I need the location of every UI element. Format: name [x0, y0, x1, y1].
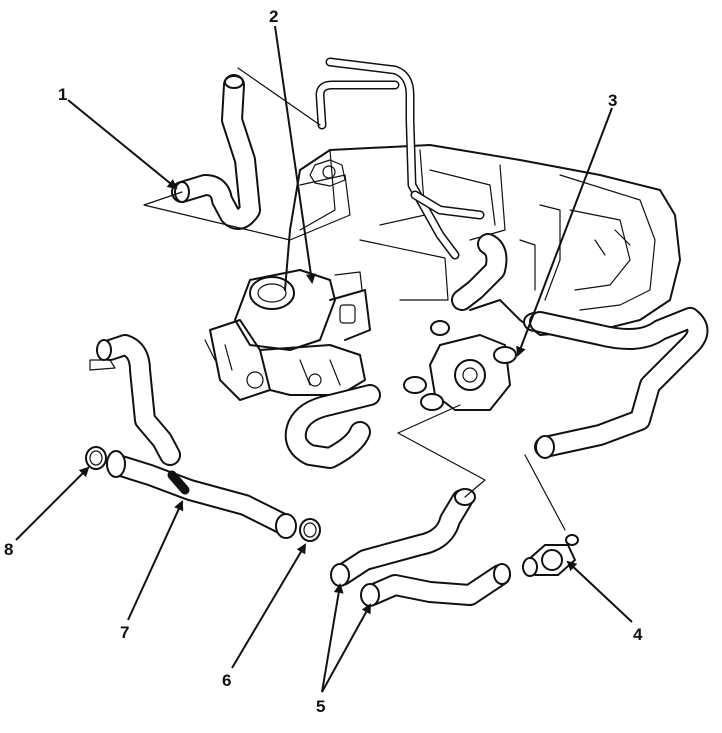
callout-1: 1 — [58, 85, 67, 104]
radiator-hose — [529, 307, 709, 459]
thermostat-housing — [403, 312, 547, 411]
coolant-pipe — [315, 57, 485, 260]
gasket-8-inner — [89, 450, 103, 466]
callout-6: 6 — [222, 671, 231, 690]
gasket-6 — [299, 518, 321, 542]
callout-4: 4 — [633, 625, 643, 644]
callout-2: 2 — [269, 7, 278, 26]
callout-7: 7 — [120, 623, 129, 642]
hoses-5 — [330, 488, 511, 607]
pipe-connector-hose — [451, 233, 508, 311]
grouping-lines — [143, 67, 566, 531]
heater-hose-loop — [284, 384, 381, 469]
callout-3: 3 — [608, 91, 617, 110]
callout-8: 8 — [4, 540, 13, 559]
throttle-body — [204, 269, 371, 401]
hose-7 — [89, 334, 297, 539]
fitting-4 — [522, 534, 579, 577]
leader-lines — [15, 25, 633, 693]
hose-1 — [171, 74, 261, 230]
gasket-8 — [85, 446, 107, 470]
gasket-6-inner — [303, 522, 317, 538]
callout-5: 5 — [316, 697, 325, 716]
